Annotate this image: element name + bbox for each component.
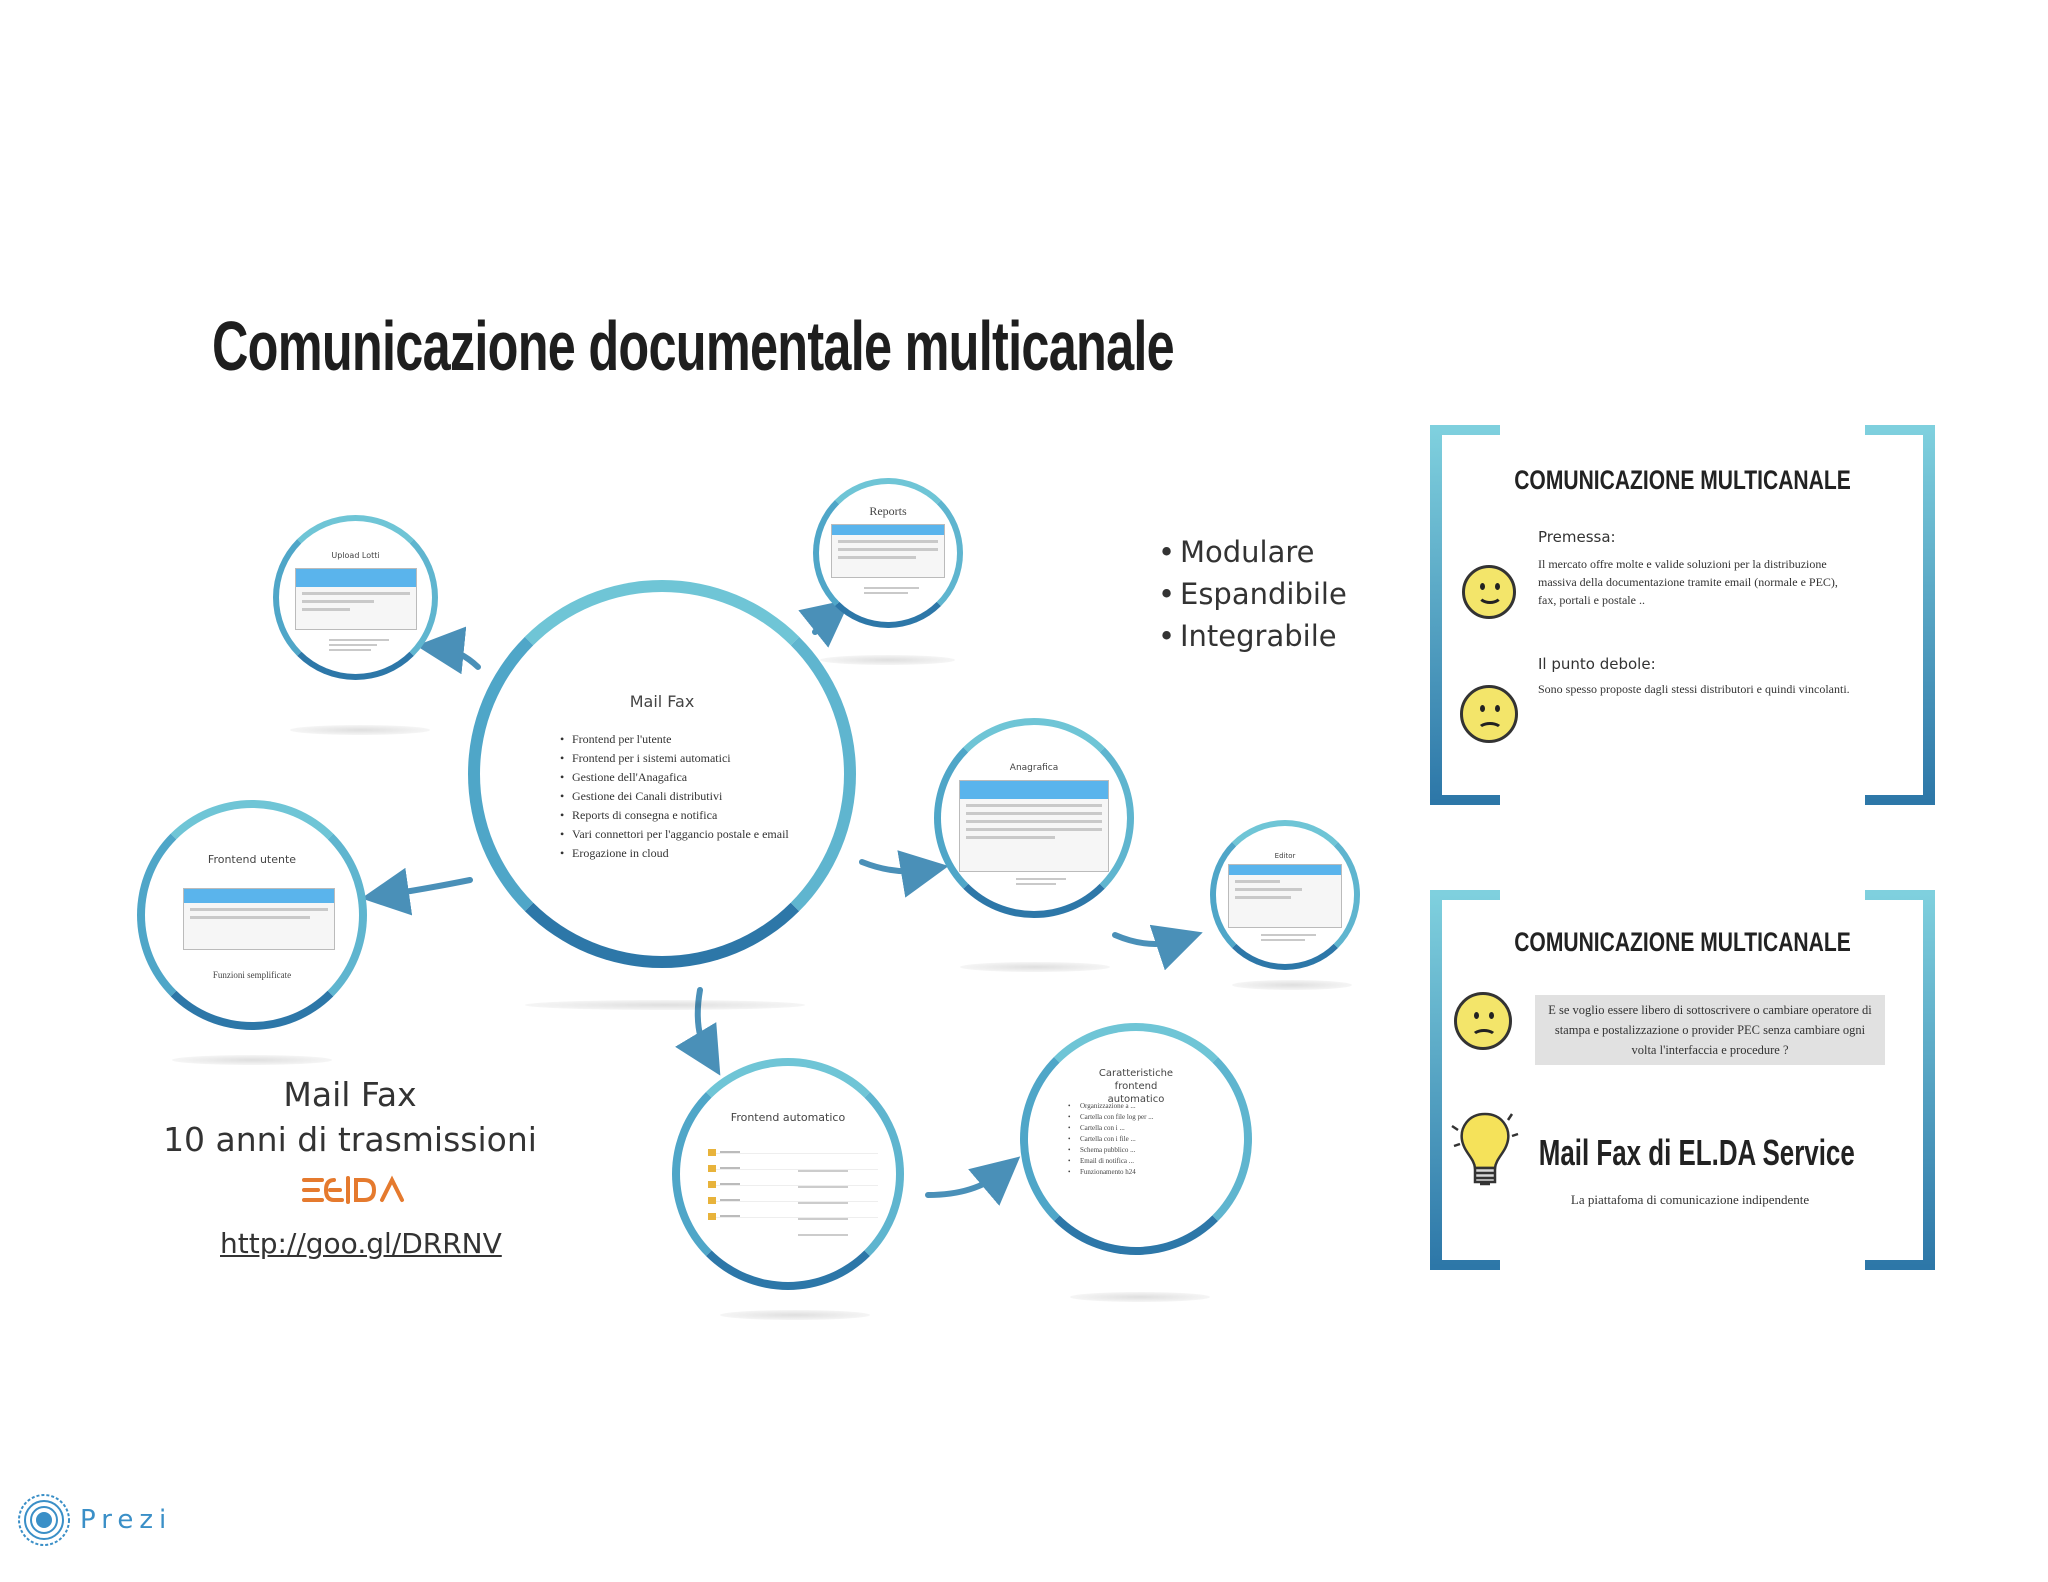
bullet-item: Funzionamento h24 [1068, 1167, 1218, 1178]
arrow-to-upload [416, 626, 481, 675]
bullet-item: Cartella con file log per ... [1068, 1112, 1218, 1123]
arrow-to-frontend-automatico [675, 987, 721, 1076]
frontend-utente-node[interactable]: Frontend utente Funzioni semplificate [137, 800, 367, 1030]
product-tagline: La piattafoma di comunicazione indipende… [1570, 1192, 1810, 1207]
folder-row [708, 1141, 878, 1172]
editor-node-shadow [1232, 980, 1352, 990]
frontend-automatico-node-title: Frontend automatico [730, 1111, 846, 1124]
frontend-utente-node-shadow [172, 1055, 332, 1065]
premessa-text: Il mercato offre molte e valide soluzion… [1538, 557, 1838, 607]
prezi-brand: Prezi [16, 1492, 172, 1548]
folder-row [708, 1157, 878, 1188]
elda-logo [300, 1172, 410, 1212]
editor-node[interactable]: Editor [1210, 820, 1360, 970]
card-premessa: COMUNICAZIONE MULTICANALE Premessa: Il m… [1430, 425, 1935, 805]
bullet-item: Reports di consegna e notifica [560, 806, 800, 825]
reports-screenshot [831, 524, 945, 578]
arrow-to-anagrafica [859, 850, 949, 898]
sad-face-icon [1460, 685, 1518, 743]
footer-title: Mail Fax [283, 1075, 417, 1114]
bullet-item: Cartella con i ... [1068, 1123, 1218, 1134]
bullet-item: Erogazione in cloud [560, 844, 800, 863]
debole-text: Sono spesso proposte dagli stessi distri… [1538, 682, 1850, 696]
bullet-item: Gestione dell'Anagafica [560, 768, 800, 787]
lightbulb-icon [1451, 1112, 1519, 1186]
feature-integrabile: Integrabile [1158, 619, 1347, 653]
reports-node[interactable]: Reports [813, 478, 963, 628]
reports-node-title: Reports [869, 504, 907, 518]
footer-url-link[interactable]: http://goo.gl/DRRNV [220, 1227, 502, 1260]
folder-row [708, 1205, 878, 1236]
sad-face-icon [1454, 992, 1512, 1050]
bullet-item: Frontend per i sistemi automatici [560, 749, 800, 768]
editor-node-title: Editor [1274, 852, 1296, 860]
card-mail-fax: COMUNICAZIONE MULTICANALE E se voglio es… [1430, 890, 1935, 1270]
card-mail-fax-brackets [1430, 890, 1935, 1270]
caratteristiche-node-title: Caratteristiche frontend automatico [1098, 1068, 1174, 1105]
caratteristiche-node[interactable]: Caratteristiche frontend automatico Orga… [1020, 1023, 1252, 1255]
frontend-utente-node-title: Frontend utente [207, 853, 297, 866]
center-node-bullets: Frontend per l'utente Frontend per i sis… [560, 730, 800, 863]
bullet-item: Email di notifica ... [1068, 1156, 1218, 1167]
editor-screenshot [1228, 864, 1342, 928]
anagrafica-node-title: Anagrafica [1009, 763, 1059, 773]
bullet-item: Cartella con i file ... [1068, 1134, 1218, 1145]
folder-row [708, 1189, 878, 1220]
folder-row [708, 1173, 878, 1204]
features-list: Modulare Espandibile Integrabile [1158, 535, 1347, 661]
debole-label: Il punto debole: [1538, 655, 1656, 673]
frontend-automatico-node-shadow [720, 1310, 870, 1320]
upload-screenshot [295, 568, 417, 630]
card-mail-fax-title: COMUNICAZIONE MULTICANALE [1514, 927, 1851, 957]
card-premessa-brackets [1430, 425, 1935, 805]
anagrafica-caption-lines [1016, 875, 1066, 889]
bullet-item: Frontend per l'utente [560, 730, 800, 749]
frontend-utente-caption: Funzioni semplificate [212, 970, 292, 980]
card-premessa-title: COMUNICAZIONE MULTICANALE [1514, 465, 1851, 495]
upload-node[interactable]: Upload Lotti [273, 515, 438, 680]
reports-node-shadow [820, 655, 955, 665]
frontend-automatico-folder-list [708, 1141, 878, 1236]
upload-screenshot-caption-lines [329, 636, 389, 656]
footer-subtitle: 10 anni di trasmissioni [163, 1120, 537, 1159]
feature-espandibile: Espandibile [1158, 577, 1347, 611]
bullet-item: Organizzazione a ... [1068, 1101, 1218, 1112]
product-name: Mail Fax di EL.DA Service [1538, 1132, 1855, 1173]
anagrafica-node[interactable]: Anagrafica [934, 718, 1134, 918]
reports-caption-lines [864, 584, 919, 598]
caratteristiche-node-shadow [1070, 1292, 1210, 1302]
question-box: E se voglio essere libero di sottoscrive… [1535, 995, 1885, 1065]
center-node-shadow [525, 1000, 805, 1010]
arrow-to-editor [1112, 924, 1203, 971]
bullet-item: Gestione dei Canali distributivi [560, 787, 800, 806]
arrow-to-caratteristiche [925, 1156, 1021, 1206]
center-node[interactable]: Mail Fax Frontend per l'utente Frontend … [468, 580, 856, 968]
center-node-title: Mail Fax [629, 692, 695, 711]
elda-logo-icon [302, 1175, 404, 1204]
caratteristiche-bullets: Organizzazione a ... Cartella con file l… [1068, 1101, 1218, 1178]
prezi-logo-icon [18, 1494, 70, 1546]
feature-modulare: Modulare [1158, 535, 1347, 569]
happy-face-icon [1462, 565, 1516, 619]
upload-node-title: Upload Lotti [331, 551, 380, 560]
bullet-item: Schema pubblico ... [1068, 1145, 1218, 1156]
upload-node-shadow [290, 725, 430, 735]
anagrafica-node-shadow [960, 962, 1110, 972]
premessa-label: Premessa: [1538, 528, 1616, 546]
arrow-to-frontend-utente [361, 867, 473, 916]
page-title: Comunicazione documentale multicanale [212, 307, 1175, 385]
arrow-to-reports [798, 599, 851, 648]
editor-caption-lines [1261, 931, 1316, 945]
frontend-automatico-node[interactable]: Frontend automatico [672, 1058, 904, 1290]
prezi-brand-text: Prezi [80, 1505, 173, 1535]
bullet-item: Vari connettori per l'aggancio postale e… [560, 825, 800, 844]
frontend-utente-screenshot [183, 888, 335, 950]
anagrafica-screenshot [959, 780, 1109, 872]
